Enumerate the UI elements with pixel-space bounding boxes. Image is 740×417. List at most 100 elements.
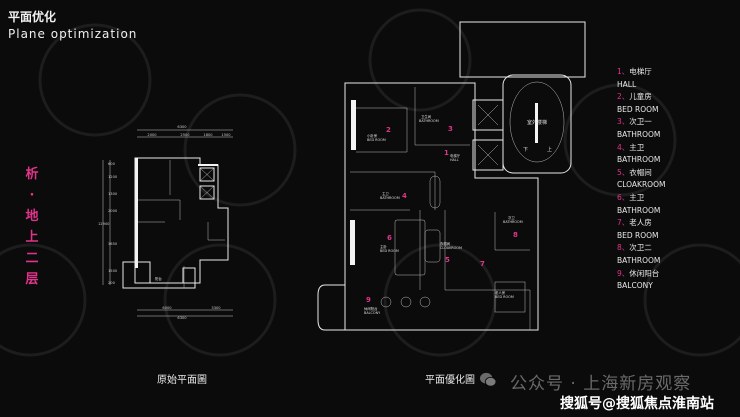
legend-cn: 主卫 xyxy=(629,142,645,152)
legend-en: CLOAKROOM xyxy=(617,180,666,190)
side-char: 析 xyxy=(25,167,39,182)
dim-bottom-1: 6000 xyxy=(162,306,172,310)
sohu-watermark: 搜狐号@搜狐焦点淮南站 xyxy=(560,396,714,412)
room-8-cn: 次卫 xyxy=(508,215,515,220)
legend-item: 3、次卫一 xyxy=(617,116,665,129)
original-plan xyxy=(102,129,233,317)
legend-cn: 电梯厅 xyxy=(629,67,652,76)
room-3-number: 3 xyxy=(448,125,453,133)
room-7-number: 7 xyxy=(480,260,485,268)
legend-item: 5、衣帽间 xyxy=(617,167,665,180)
legend-item: 2、儿童房 xyxy=(617,91,665,104)
dim-top-4: 1500 xyxy=(221,133,231,137)
legend-num: 8、 xyxy=(617,243,630,253)
legend-num: 3、 xyxy=(617,117,630,127)
room-6-en: BED ROOM xyxy=(380,249,399,253)
optimized-room-labels: 室外楼梯 下 上 1 电梯厅 HALL 2 小卧房 BED ROOM 3 卫生间… xyxy=(364,114,552,315)
room-9-cn: 休闲阳台 xyxy=(364,306,378,311)
room-1-number: 1 xyxy=(444,149,449,157)
side-char: 二 xyxy=(25,251,39,266)
room-legend: 1、电梯厅 HALL 2、儿童房 BED ROOM 3、次卫一 BATHROOM… xyxy=(617,66,665,293)
legend-cn: 主卫 xyxy=(629,192,645,202)
legend-en: BED ROOM xyxy=(617,230,659,240)
legend-cn: 休闲阳台 xyxy=(629,268,660,278)
room-7-cn: 老人房 xyxy=(495,290,506,295)
room-8-number: 8 xyxy=(513,231,518,239)
room-7-en: BED ROOM xyxy=(495,295,514,299)
page-title-cn: 平面优化 xyxy=(8,10,57,24)
legend-num: 4、 xyxy=(617,142,630,152)
seal-watermarks xyxy=(0,8,740,357)
legend-cn: 老人房 xyxy=(629,218,652,228)
original-plan-caption: 原始平面圖 xyxy=(157,375,207,386)
room-6-number: 6 xyxy=(387,234,392,242)
stair-down-label: 下 xyxy=(523,147,528,153)
room-3-cn: 卫生间 xyxy=(421,114,432,119)
dim-top-3: 1800 xyxy=(203,133,213,137)
side-char: 上 xyxy=(25,230,39,245)
room-8-en: BATHROOM xyxy=(503,220,523,224)
legend-cn: 儿童房 xyxy=(629,92,652,102)
dim-left-3: 1300 xyxy=(108,192,118,196)
side-char: · xyxy=(29,188,35,203)
room-1-en: HALL xyxy=(450,158,459,162)
outdoor-stair-label: 室外楼梯 xyxy=(527,119,547,126)
legend-item: 7、老人房 xyxy=(617,217,665,230)
legend-item: 8、次卫二 xyxy=(617,242,665,255)
balcony-label: 阳台 xyxy=(155,276,162,281)
room-2-en: BED ROOM xyxy=(367,138,386,142)
room-5-en: CLOAKROOM xyxy=(440,246,462,250)
room-4-en: BATHROOM xyxy=(380,196,400,200)
legend-num: 5、 xyxy=(617,167,630,177)
legend-num: 7、 xyxy=(617,218,630,228)
dim-top-total: 6300 xyxy=(177,125,187,129)
dim-left-5: 3650 xyxy=(108,242,118,246)
legend-num: 2、 xyxy=(617,92,630,102)
legend-item: 1、电梯厅 xyxy=(617,66,665,79)
legend-en: BATHROOM xyxy=(617,129,661,139)
legend-en: BATHROOM xyxy=(617,155,661,165)
room-5-number: 5 xyxy=(445,256,450,264)
legend-en: BATHROOM xyxy=(617,205,661,215)
dim-left-total: 12900 xyxy=(98,222,110,226)
wechat-watermark: 公众号 · 上海新房观察 xyxy=(510,374,692,394)
dim-left-2: 1200 xyxy=(108,175,118,179)
dim-left-6: 1500 xyxy=(108,269,118,273)
room-4-cn: 主卫 xyxy=(382,191,389,196)
legend-num: 6、 xyxy=(617,192,630,202)
legend-cn: 次卫一 xyxy=(629,117,652,127)
room-6-cn: 主卧 xyxy=(380,244,387,249)
dim-bottom-2: 3300 xyxy=(211,306,221,310)
dim-top-1: 2000 xyxy=(147,133,157,137)
floor-side-label: 析 · 地 上 二 层 xyxy=(24,164,40,290)
optimized-plan-caption: 平面優化圖 xyxy=(425,375,475,386)
room-2-cn: 小卧房 xyxy=(367,133,378,138)
room-5-cn: 衣帽间 xyxy=(440,241,451,246)
page-title-en: Plane optimization xyxy=(8,27,138,41)
room-1-cn: 电梯厅 xyxy=(450,153,461,158)
side-char: 层 xyxy=(25,272,39,287)
side-char: 地 xyxy=(25,209,39,224)
dim-left-7: 200 xyxy=(108,281,116,285)
legend-en: BALCONY xyxy=(617,281,653,291)
room-3-en: BATHROOM xyxy=(419,119,439,123)
legend-item: 9、休闲阳台 xyxy=(617,268,665,281)
dim-top-2: 2500 xyxy=(180,133,190,137)
dim-left-1: 600 xyxy=(108,162,116,166)
dim-left-4: 2000 xyxy=(108,209,118,213)
legend-item: 4、主卫 xyxy=(617,142,665,155)
optimized-plan xyxy=(317,21,586,331)
room-4-number: 4 xyxy=(402,192,407,200)
legend-en: HALL xyxy=(617,79,637,89)
stair-up-label: 上 xyxy=(547,146,552,153)
room-9-en: BALCONY xyxy=(364,311,381,315)
wechat-icon xyxy=(480,372,497,387)
room-9-number: 9 xyxy=(366,296,371,304)
legend-num: 1、 xyxy=(617,67,630,76)
dim-bottom-total: 6300 xyxy=(177,316,187,320)
legend-cn: 次卫二 xyxy=(629,243,652,253)
legend-item: 6、主卫 xyxy=(617,192,665,205)
room-2-number: 2 xyxy=(386,126,391,134)
legend-num: 9、 xyxy=(617,268,630,278)
